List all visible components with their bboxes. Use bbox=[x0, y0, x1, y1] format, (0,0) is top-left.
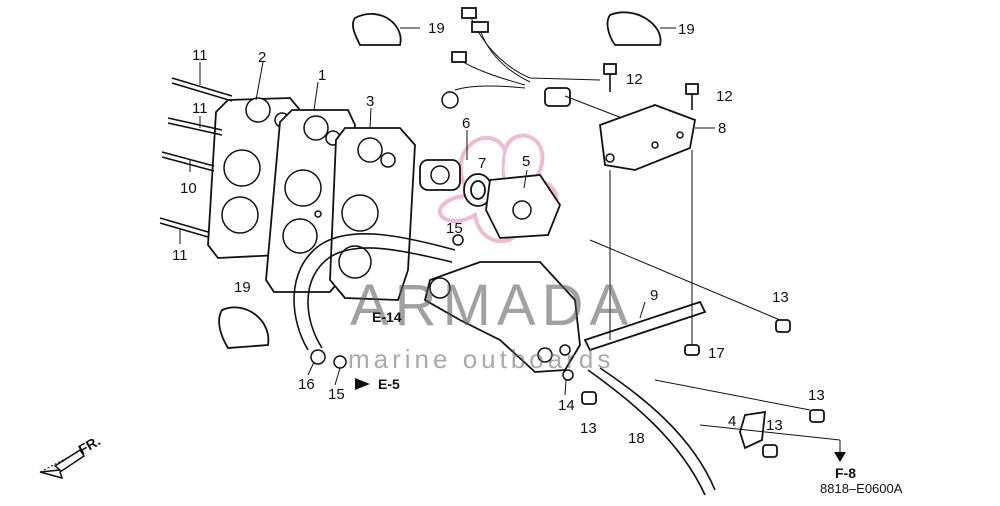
callout-11-top: 11 bbox=[192, 47, 208, 64]
callout-18: 18 bbox=[628, 430, 645, 447]
manifold-body bbox=[423, 261, 581, 373]
callout-17: 17 bbox=[708, 345, 725, 362]
callout-13-d: 13 bbox=[766, 417, 783, 434]
callout-12-left: 12 bbox=[626, 71, 643, 88]
clip-19-left bbox=[218, 306, 270, 349]
bracket-8 bbox=[599, 104, 697, 171]
callout-4: 4 bbox=[728, 413, 736, 430]
bolt-12-left bbox=[603, 63, 617, 92]
hose-18 bbox=[587, 367, 716, 496]
thermostat-assembly bbox=[419, 159, 562, 239]
callout-6: 6 bbox=[462, 115, 470, 132]
arrow-f8-icon bbox=[834, 452, 846, 462]
watermark-tagline: marine outboards bbox=[348, 344, 614, 374]
callout-19-left: 19 bbox=[234, 279, 251, 296]
gasket-plate-3 bbox=[329, 127, 416, 301]
callout-11-mid: 11 bbox=[192, 100, 208, 117]
clip-19-top-right bbox=[606, 11, 662, 46]
diagram-code: 8818–E0600A bbox=[820, 481, 903, 496]
watermark-brand: ARMADA bbox=[350, 273, 634, 338]
ref-f8: F-8 bbox=[835, 465, 856, 481]
callout-9: 9 bbox=[650, 287, 658, 304]
arrow-e5-icon bbox=[355, 378, 370, 390]
callout-5: 5 bbox=[522, 153, 530, 170]
callout-7: 7 bbox=[478, 155, 486, 172]
plate-9 bbox=[583, 300, 707, 352]
ref-e14: E-14 bbox=[372, 309, 402, 325]
callout-13-b: 13 bbox=[808, 387, 825, 404]
bolt-12-right bbox=[685, 83, 699, 110]
hose-16 bbox=[293, 233, 456, 365]
callout-1: 1 bbox=[318, 67, 326, 84]
callout-2: 2 bbox=[258, 49, 266, 66]
callout-15-a: 15 bbox=[446, 220, 463, 237]
callout-15-b: 15 bbox=[328, 386, 345, 403]
callout-19-top-left: 19 bbox=[428, 20, 445, 37]
callout-11-bottom: 11 bbox=[172, 247, 188, 264]
fasteners bbox=[333, 234, 825, 458]
clip-19-top-left bbox=[352, 12, 402, 46]
callout-3: 3 bbox=[366, 93, 374, 110]
callout-13-a: 13 bbox=[772, 289, 789, 306]
callout-10: 10 bbox=[180, 180, 197, 197]
callout-16: 16 bbox=[298, 376, 315, 393]
callout-8: 8 bbox=[718, 120, 726, 137]
stud-bolts bbox=[159, 77, 233, 238]
callout-19-top-right: 19 bbox=[678, 21, 695, 38]
callout-12-right: 12 bbox=[716, 88, 733, 105]
ref-e5: E-5 bbox=[378, 376, 400, 392]
leader-lines bbox=[179, 27, 841, 455]
callout-14: 14 bbox=[558, 397, 575, 414]
front-arrow-icon bbox=[39, 448, 86, 480]
callout-13-c: 13 bbox=[580, 420, 597, 437]
